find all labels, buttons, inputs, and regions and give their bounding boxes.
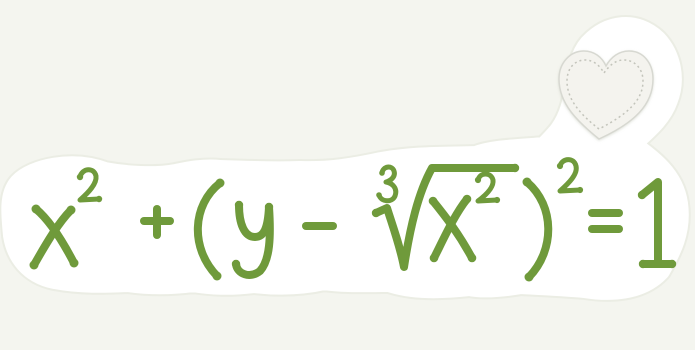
- equals-sign: [588, 209, 623, 233]
- sticker-backing: [0, 15, 691, 302]
- right-parenthesis: [522, 177, 553, 282]
- cube-root: [371, 163, 520, 271]
- term-y: [231, 200, 274, 279]
- term-x-squared: [29, 167, 103, 270]
- equation-artwork: [29, 157, 677, 282]
- heart-icon: [558, 50, 654, 140]
- left-parenthesis: [193, 178, 225, 281]
- number-one: [637, 178, 677, 269]
- minus-sign: [302, 222, 337, 230]
- plus-sign: [140, 205, 174, 239]
- term-inner-x-squared: [428, 171, 501, 263]
- outer-exponent-two: [556, 157, 584, 194]
